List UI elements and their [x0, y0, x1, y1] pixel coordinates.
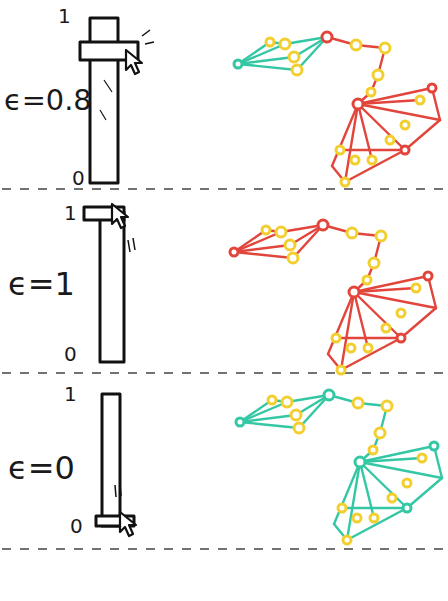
robot-hand	[234, 32, 440, 186]
robot-hand	[236, 390, 442, 544]
slider-min: 0	[72, 168, 85, 188]
cursor	[112, 204, 128, 228]
cursor	[120, 512, 136, 536]
slider-min: 0	[70, 516, 83, 536]
separator	[2, 189, 446, 549]
slider-max: 1	[64, 384, 77, 404]
epsilon-value: ϵ=0	[8, 452, 75, 484]
epsilon-value: ϵ=1	[8, 268, 75, 300]
robot-hand	[230, 220, 436, 374]
slider-max: 1	[58, 6, 71, 26]
slider-min: 0	[64, 344, 77, 364]
slider-max: 1	[64, 203, 77, 223]
epsilon-value: ϵ=0.8	[4, 86, 92, 115]
cursor	[126, 50, 142, 74]
